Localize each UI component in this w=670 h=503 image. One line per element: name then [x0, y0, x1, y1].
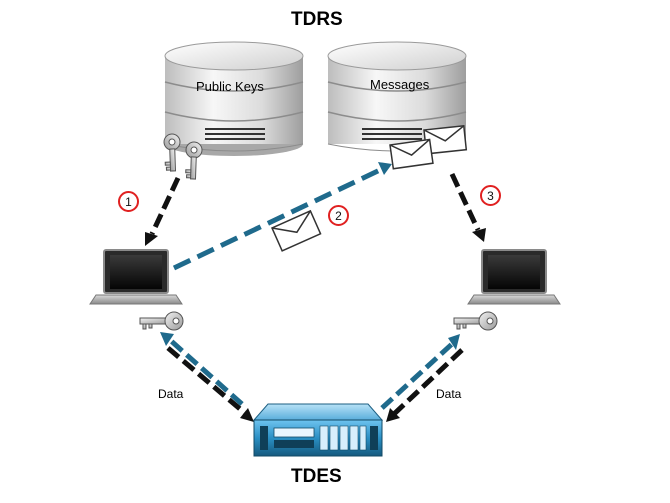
public-keys-label: Public Keys: [196, 79, 264, 94]
key-pair-icon: [163, 133, 203, 180]
arrow-left-data-to-tdes: [166, 346, 254, 422]
public-keys-database-icon: [164, 41, 304, 156]
arrow-step-3: [449, 172, 486, 242]
envelope-stack-icon: [389, 124, 468, 170]
arrow-left-data-from-tdes: [160, 332, 244, 406]
key-right-icon: [453, 311, 498, 331]
laptop-left-icon: [89, 249, 183, 305]
tdes-title: TDES: [291, 466, 342, 487]
arrow-right-data-from-tdes: [380, 334, 460, 410]
arrow-step-2: [172, 162, 392, 271]
step-3-badge: 3: [480, 185, 501, 206]
step-1-badge: 1: [118, 191, 139, 212]
tdrs-title: TDRS: [291, 9, 343, 30]
laptop-right-icon: [467, 249, 561, 305]
data-right-label: Data: [436, 387, 462, 401]
data-left-label: Data: [158, 387, 184, 401]
envelope-icon: [271, 209, 322, 252]
messages-label: Messages: [370, 77, 430, 92]
step-2-badge: 2: [328, 205, 349, 226]
tdes-server-icon: [252, 403, 384, 457]
arrow-step-1: [145, 176, 181, 246]
arrow-right-data-to-tdes: [386, 348, 464, 422]
messages-database-icon: [327, 41, 467, 152]
key-left-icon: [139, 311, 184, 331]
